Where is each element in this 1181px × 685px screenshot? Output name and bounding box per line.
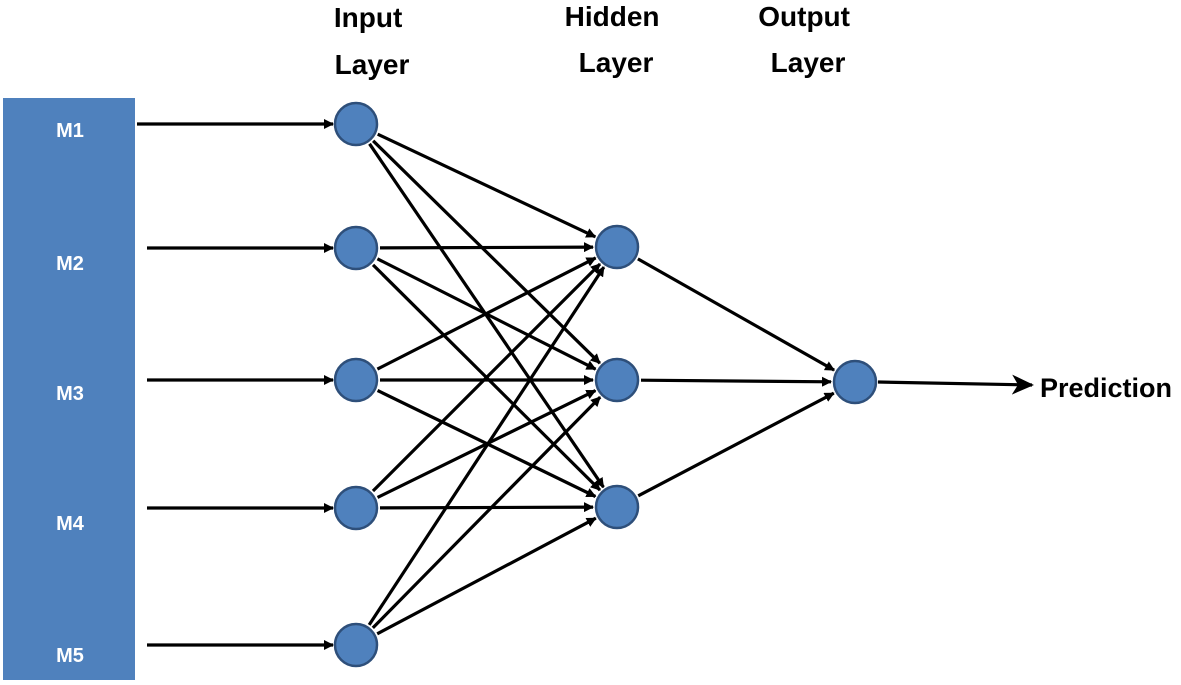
hidden-layer-title-line1: Hidden xyxy=(565,1,660,32)
input-features-panel xyxy=(3,98,135,680)
edge-hidden3-output1 xyxy=(637,391,835,498)
output-layer-title: Output Layer xyxy=(758,1,858,78)
edge-input4-hidden3 xyxy=(379,502,595,513)
input-label-m5: M5 xyxy=(56,645,84,667)
input-layer-title-line2: Layer xyxy=(335,49,410,80)
nodes-group xyxy=(333,101,878,668)
edge-input4-hidden1 xyxy=(371,262,602,493)
edge-input5-hidden1 xyxy=(367,266,606,626)
edge-input1-hidden1 xyxy=(377,132,597,239)
input-node-5 xyxy=(333,622,379,668)
output-layer-title-line1: Output xyxy=(758,1,850,32)
input-node-2 xyxy=(333,225,379,271)
hidden-layer-title: Hidden Layer xyxy=(565,1,668,78)
input-node-4 xyxy=(333,485,379,531)
edge-input5-hidden3 xyxy=(376,516,597,636)
edge-input5-hidden2 xyxy=(371,395,602,630)
output-layer-title-line2: Layer xyxy=(771,47,846,78)
input-layer-title: Input Layer xyxy=(334,2,410,80)
input-label-m2: M2 xyxy=(56,253,84,275)
input-label-m1: M1 xyxy=(56,120,84,142)
hidden-node-1 xyxy=(594,224,640,270)
output-node-1 xyxy=(832,359,878,405)
input-label-m4: M4 xyxy=(56,513,85,535)
input-label-m3: M3 xyxy=(56,383,84,405)
connections-group xyxy=(137,119,1034,650)
edge-hidden2-output1 xyxy=(640,376,833,387)
prediction-arrow xyxy=(877,374,1034,395)
hidden-layer-title-line2: Layer xyxy=(579,47,654,78)
edge-hidden1-output1 xyxy=(637,257,835,372)
edge-input1-hidden2 xyxy=(372,139,601,365)
prediction-label: Prediction xyxy=(1040,373,1172,403)
hidden-node-2 xyxy=(594,357,640,403)
hidden-node-3 xyxy=(594,484,640,530)
input-layer-title-line1: Input xyxy=(334,2,402,33)
input-node-1 xyxy=(333,101,379,147)
edge-input2-hidden1 xyxy=(379,242,595,253)
edge-input3-hidden1 xyxy=(376,256,597,371)
input-node-3 xyxy=(333,357,379,403)
